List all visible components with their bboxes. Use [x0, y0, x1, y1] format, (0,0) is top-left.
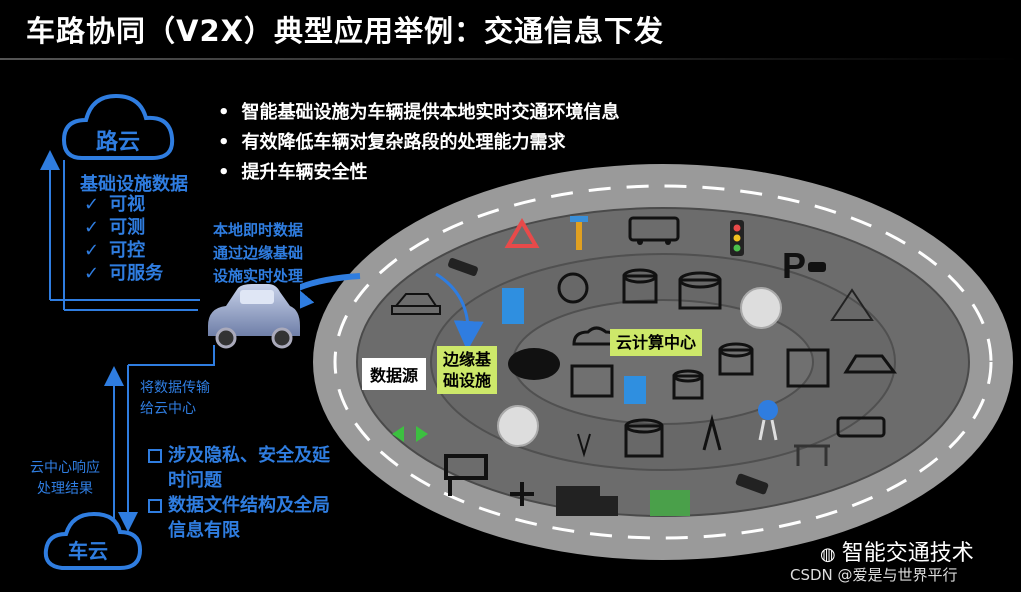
- compass-node-icon: [740, 287, 782, 329]
- gantry-sign-icon: [444, 454, 488, 496]
- wechat-icon: ◍: [820, 544, 836, 565]
- local-processing-note: 本地即时数据 通过边缘基础 设施实时处理: [213, 221, 304, 285]
- bridge-icon: [794, 444, 830, 466]
- bullet-item: 有效降低车辆对复杂路段的处理能力需求: [218, 128, 620, 158]
- broadcast-tower-icon: [758, 400, 778, 441]
- capability-item: 可视: [84, 193, 163, 216]
- bus-side-icon: [836, 416, 886, 438]
- mountain-icon: [830, 288, 874, 321]
- issue-item: 涉及隐私、安全及延时问题: [146, 443, 336, 493]
- gas-station-icon: [650, 490, 690, 516]
- bullet-item: 提升车辆安全性: [218, 158, 620, 188]
- database-icon: [678, 271, 722, 310]
- road-cloud-icon: [61, 93, 175, 160]
- cloud-center-label: 云计算中心: [610, 329, 703, 356]
- capability-item: 可测: [84, 216, 163, 239]
- capability-list: 可视 可测 可控 可服务: [84, 193, 163, 285]
- server-rack-icon: [786, 348, 830, 388]
- bullet-list: 智能基础设施为车辆提供本地实时交通环境信息 有效降低车辆对复杂路段的处理能力需求…: [218, 98, 620, 188]
- signal-tower-icon: [702, 414, 722, 451]
- surveillance-camera-icon: [448, 258, 478, 276]
- car-icon: [208, 284, 300, 349]
- camera-icon: [735, 473, 769, 495]
- page-title: 车路协同（V2X）典型应用举例：交通信息下发: [26, 14, 664, 48]
- data-source-label: 数据源: [362, 358, 427, 390]
- issue-list: 涉及隐私、安全及延时问题 数据文件结构及全局信息有限: [146, 443, 336, 543]
- suv-icon: [843, 354, 897, 374]
- parking-icon: P: [782, 245, 826, 286]
- issue-item: 数据文件结构及全局信息有限: [146, 493, 336, 543]
- antenna-icon: [577, 433, 591, 458]
- car-cloud-label: 车云: [68, 539, 108, 563]
- bus-icon: [628, 216, 680, 245]
- database-sync-icon: [622, 268, 658, 304]
- upload-note: 将数据传输 给云中心: [140, 380, 210, 417]
- truck-icon: [556, 486, 618, 516]
- traffic-light-icon: [730, 220, 744, 256]
- watermark-csdn: CSDN @爱是与世界平行: [790, 566, 958, 584]
- capability-item: 可服务: [84, 262, 163, 285]
- left-flow-diagram: [40, 93, 300, 570]
- double-arrow-icon: [392, 426, 428, 442]
- server-3d-icon: [502, 288, 524, 324]
- car-outline-icon: [391, 293, 441, 315]
- ring-diagram: P: [300, 164, 1013, 560]
- server-shield-icon: [624, 376, 646, 404]
- edge-arrow: [435, 272, 484, 351]
- bullet-item: 智能基础设施为车辆提供本地实时交通环境信息: [218, 98, 620, 128]
- road-cloud-label: 路云: [96, 130, 141, 155]
- data-to-car-arrow: [300, 263, 361, 329]
- road-lane-dashes: [333, 184, 993, 540]
- cloud-response-note: 云中心响应 处理结果: [30, 460, 100, 497]
- capability-item: 可控: [84, 239, 163, 262]
- database-icon-2: [624, 418, 664, 458]
- svg-text:P: P: [782, 245, 806, 286]
- title-divider: [0, 58, 1021, 60]
- hazard-triangle-icon: [504, 218, 540, 248]
- move-arrows-icon: [510, 482, 534, 506]
- infrastructure-data-title: 基础设施数据: [80, 174, 188, 195]
- cloud-icon: [508, 348, 560, 380]
- car-cloud-icon: [43, 511, 143, 570]
- database-gear-icon: [672, 369, 704, 400]
- roadside-unit-icon: [570, 216, 588, 250]
- compass-node-icon-2: [497, 405, 539, 447]
- watermark-brand: ◍智能交通技术: [820, 541, 974, 566]
- edge-infrastructure-label: 边缘基 础设施: [437, 346, 498, 394]
- signal-pin-icon: [557, 272, 589, 304]
- database-search-icon: [718, 342, 754, 376]
- server-stack-icon: [570, 364, 614, 398]
